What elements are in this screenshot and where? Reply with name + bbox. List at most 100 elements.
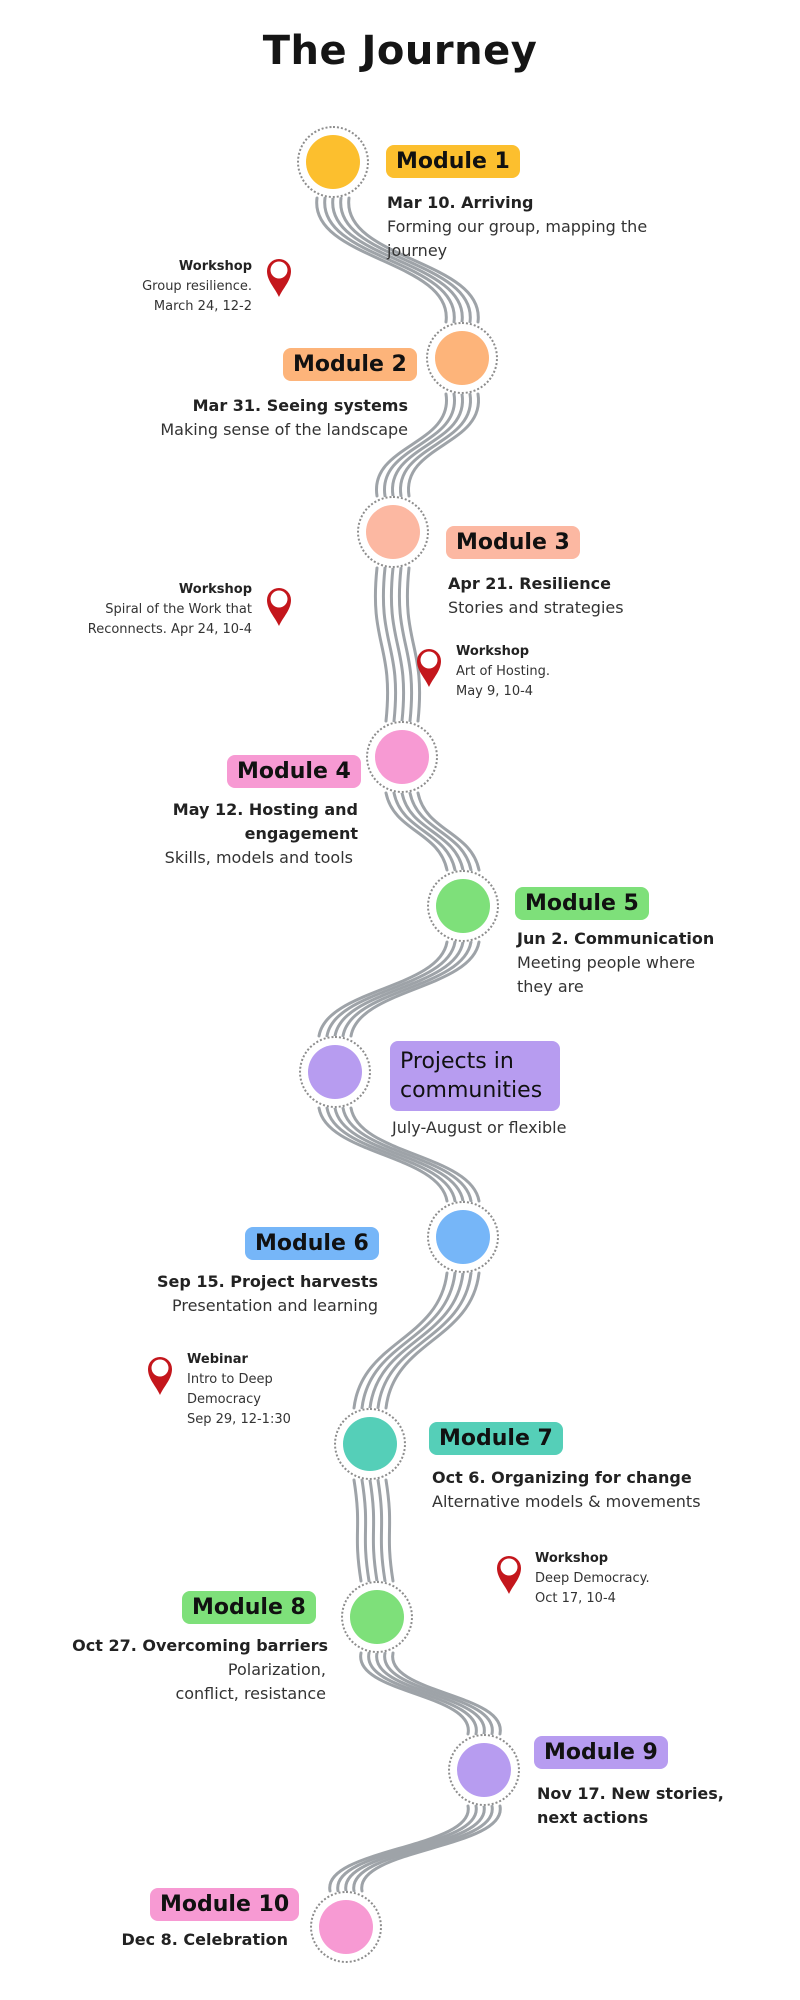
path-strand	[399, 392, 472, 498]
path-strand	[331, 196, 464, 324]
path-strand	[391, 392, 464, 498]
projects-text: July-August or flexible	[392, 1116, 692, 1140]
event-2-pin-icon	[267, 588, 291, 626]
event-1: Workshop Group resilience. March 24, 12-…	[80, 257, 252, 317]
path-strand	[333, 940, 465, 1038]
event-4-pin-icon	[148, 1357, 172, 1395]
module-10-text: Dec 8. Celebration	[80, 1928, 288, 1952]
path-strand	[397, 566, 414, 723]
event-4: Webinar Intro to Deep Democracy Sep 29, …	[187, 1350, 337, 1430]
event-5-pin-icon	[497, 1556, 521, 1594]
module-8-label: Module 8	[182, 1591, 316, 1624]
module-7-node	[334, 1408, 406, 1480]
page-title: The Journey	[262, 28, 538, 74]
module-8-text: Oct 27. Overcoming barriers Polarization…	[50, 1634, 328, 1706]
module-8-dot	[350, 1590, 404, 1644]
module-10-node	[310, 1891, 382, 1963]
module-8-desc: Polarization, conflict, resistance	[175, 1660, 326, 1703]
path-strand	[360, 1271, 457, 1410]
path-strand	[347, 196, 480, 324]
event-2-line1: Spiral of the Work that	[105, 602, 252, 617]
module-2-label: Module 2	[283, 348, 417, 381]
event-5-line1: Deep Democracy.	[535, 1571, 650, 1586]
module-8-date: Oct 27. Overcoming barriers	[72, 1636, 328, 1655]
module-1-label: Module 1	[386, 145, 520, 178]
module-2-node	[426, 322, 498, 394]
path-strand	[325, 940, 457, 1038]
module-2-text: Mar 31. Seeing systems Making sense of t…	[100, 394, 408, 442]
module-1-node	[297, 126, 369, 198]
path-strand	[376, 1478, 387, 1583]
path-strand	[407, 392, 480, 498]
module-2-date: Mar 31. Seeing systems	[192, 396, 408, 415]
module-2-dot	[435, 331, 489, 385]
path-strand	[373, 566, 390, 723]
module-7-desc: Alternative models & movements	[432, 1492, 701, 1511]
module-10-date: Dec 8. Celebration	[121, 1930, 288, 1949]
event-1-line2: March 24, 12-2	[153, 299, 252, 314]
event-3-line1: Art of Hosting.	[456, 664, 550, 679]
event-2-type: Workshop	[178, 582, 252, 597]
module-1-dot	[306, 135, 360, 189]
path-strand	[383, 392, 456, 498]
path-strand	[405, 566, 422, 723]
module-6-desc: Presentation and learning	[171, 1296, 378, 1315]
module-8-node	[341, 1581, 413, 1653]
module-3-text: Apr 21. Resilience Stories and strategie…	[448, 572, 748, 620]
module-4-label: Module 4	[227, 755, 361, 788]
path-strand	[389, 566, 406, 723]
path-strand	[384, 1478, 395, 1583]
module-4-desc: Skills, models and tools	[164, 848, 353, 867]
module-3-label: Module 3	[446, 526, 580, 559]
module-5-label: Module 5	[515, 887, 649, 920]
path-strand	[359, 1651, 470, 1736]
path-strand	[349, 940, 481, 1038]
module-7-dot	[343, 1417, 397, 1471]
path-strand	[317, 940, 449, 1038]
path-strand	[344, 1804, 486, 1893]
event-4-line3: Sep 29, 12-1:30	[187, 1412, 291, 1427]
event-4-line1: Intro to Deep	[187, 1372, 273, 1387]
module-5-dot	[436, 879, 490, 933]
module-9-text: Nov 17. New stories, next actions	[537, 1782, 727, 1830]
path-strand	[368, 1478, 379, 1583]
module-7-text: Oct 6. Organizing for change Alternative…	[432, 1466, 752, 1514]
module-3-date: Apr 21. Resilience	[448, 574, 611, 593]
module-2-desc: Making sense of the landscape	[160, 420, 408, 439]
path-strand	[360, 1478, 371, 1583]
module-1-text: Mar 10. Arriving Forming our group, mapp…	[387, 191, 687, 263]
path-strand	[341, 1106, 473, 1203]
path-strand	[352, 1478, 363, 1583]
path-strand	[375, 392, 448, 498]
event-3: Workshop Art of Hosting. May 9, 10-4	[456, 642, 616, 702]
path-strand	[381, 566, 398, 723]
path-strand	[336, 1804, 478, 1893]
path-strand	[339, 196, 472, 324]
path-strand	[317, 1106, 449, 1203]
path-strand	[333, 1106, 465, 1203]
module-7-label: Module 7	[429, 1422, 563, 1455]
module-7-date: Oct 6. Organizing for change	[432, 1468, 692, 1487]
projects-node	[299, 1036, 371, 1108]
path-strand	[384, 791, 449, 872]
event-3-pin-icon	[417, 649, 441, 687]
path-strand	[352, 1804, 494, 1893]
path-strand	[383, 1651, 494, 1736]
path-strand	[360, 1804, 502, 1893]
path-strand	[376, 1271, 473, 1410]
path-strand	[315, 196, 448, 324]
module-6-node	[427, 1201, 499, 1273]
module-4-date: May 12. Hosting and engagement	[172, 800, 358, 843]
projects-desc: July-August or flexible	[392, 1118, 567, 1137]
module-5-desc: Meeting people where they are	[517, 953, 696, 996]
module-1-date: Mar 10. Arriving	[387, 193, 534, 212]
module-3-node	[357, 496, 429, 568]
module-4-text: May 12. Hosting and engagement Skills, m…	[130, 798, 358, 870]
module-9-dot	[457, 1743, 511, 1797]
path-strand	[408, 791, 473, 872]
module-6-dot	[436, 1210, 490, 1264]
module-9-label: Module 9	[534, 1736, 668, 1769]
path-strand	[349, 1106, 481, 1203]
event-5-line2: Oct 17, 10-4	[535, 1591, 616, 1606]
module-4-dot	[375, 730, 429, 784]
